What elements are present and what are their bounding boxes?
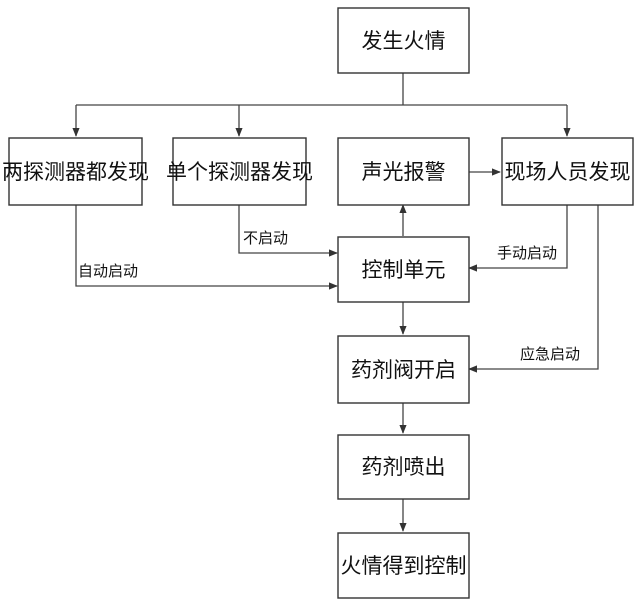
node-valve-open-label: 药剂阀开启 — [351, 358, 456, 382]
node-spray-label: 药剂喷出 — [362, 455, 446, 479]
nodes: 发生火情 两探测器都发现 单个探测器发现 声光报警 现场人员发现 控制单元 药剂… — [2, 7, 634, 599]
node-controlled: 火情得到控制 — [337, 532, 470, 599]
label-auto-start: 自动启动 — [78, 262, 138, 280]
label-emergency-start: 应急启动 — [520, 345, 580, 363]
node-alarm: 声光报警 — [337, 137, 470, 206]
edge-both-detectors-to-control — [75, 205, 338, 290]
edge-single-detector-to-control — [238, 205, 338, 257]
node-alarm-label: 声光报警 — [362, 160, 446, 184]
node-single-detector: 单个探测器发现 — [166, 137, 313, 206]
node-both-detectors-label: 两探测器都发现 — [2, 160, 149, 184]
node-control-unit-label: 控制单元 — [362, 258, 446, 282]
node-both-detectors: 两探测器都发现 — [2, 137, 149, 206]
node-staff: 现场人员发现 — [501, 137, 634, 206]
node-controlled-label: 火情得到控制 — [341, 554, 467, 578]
connectors — [72, 73, 599, 532]
node-fire-label: 发生火情 — [362, 29, 446, 53]
node-fire: 发生火情 — [337, 7, 470, 74]
label-manual-start: 手动启动 — [497, 244, 557, 262]
node-valve-open: 药剂阀开启 — [337, 335, 470, 404]
node-single-detector-label: 单个探测器发现 — [166, 160, 313, 184]
edge-staff-to-control — [468, 205, 568, 272]
edge-labels: 自动启动 不启动 手动启动 应急启动 — [78, 229, 580, 363]
label-no-start: 不启动 — [243, 229, 288, 247]
edge-staff-to-valve — [468, 205, 599, 373]
node-control-unit: 控制单元 — [337, 236, 470, 303]
node-spray: 药剂喷出 — [337, 434, 470, 500]
node-staff-label: 现场人员发现 — [505, 160, 631, 184]
